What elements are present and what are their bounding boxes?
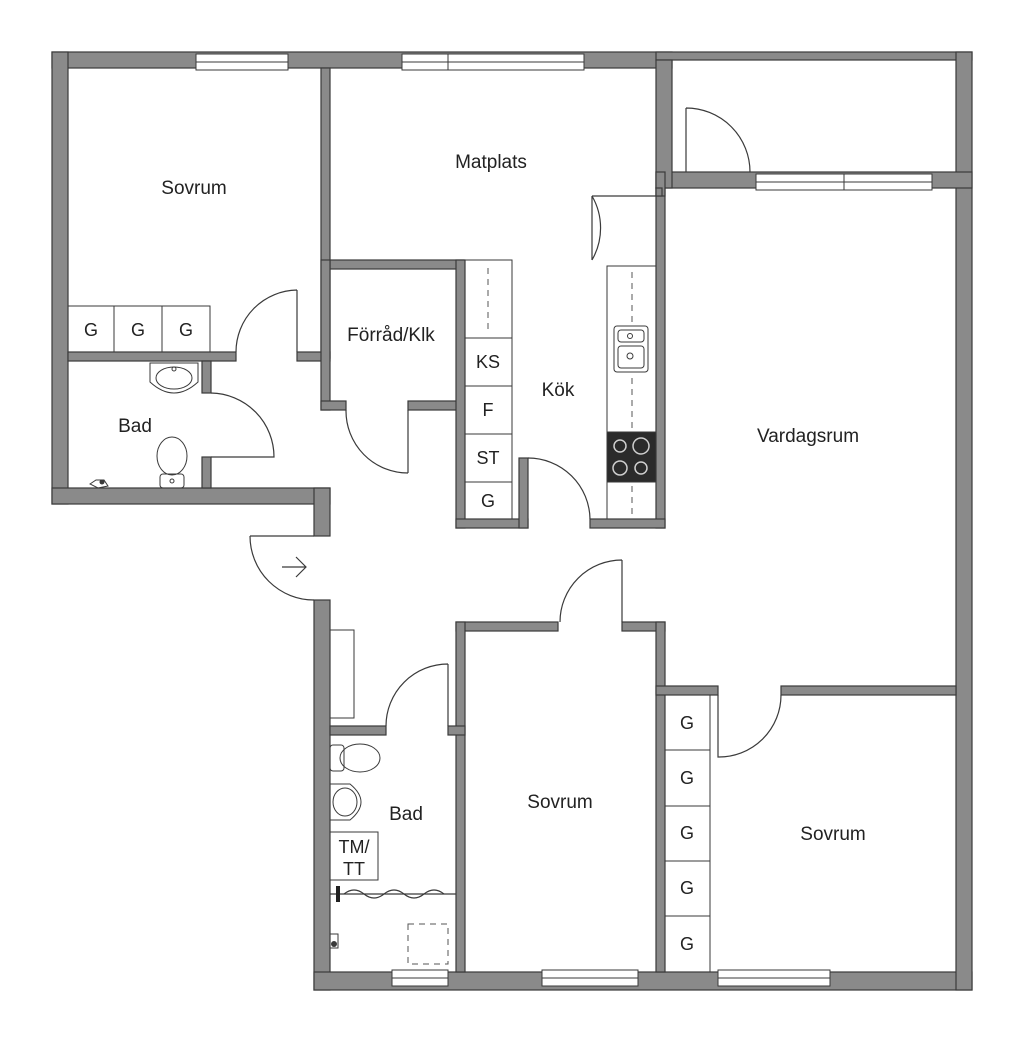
wall-kitchen-right-bottom — [589, 518, 666, 529]
washbasin-icon — [329, 783, 362, 821]
door-sovrum-se — [717, 694, 782, 758]
wardrobe-label: G — [680, 878, 694, 898]
wall-mid-bedroom-left — [455, 621, 466, 973]
room-label-sovrum-mid: Sovrum — [527, 792, 592, 813]
door-bedroom-nw — [235, 289, 298, 353]
wall-left — [51, 51, 69, 505]
door-matplats — [591, 195, 656, 261]
wall-forrad-top — [329, 259, 465, 270]
stove-icon — [606, 431, 657, 483]
room-label-sovrum-se: Sovrum — [800, 824, 865, 845]
wall-hall-left-upper — [313, 487, 331, 537]
bad-s-fixtures: TM/ TT — [329, 743, 456, 965]
wardrobe-label: G — [84, 320, 98, 340]
wall-balcony-left — [655, 59, 673, 189]
shower-tap-icon — [329, 933, 339, 949]
wall-mid-bedroom-right — [655, 621, 666, 973]
door-sovrum-mid — [559, 559, 623, 623]
wardrobe-label: G — [680, 934, 694, 954]
wall-hall-left-lower — [313, 599, 331, 991]
wardrobes-nw: G G G — [67, 305, 211, 353]
wardrobe-label: G — [680, 768, 694, 788]
toilet-icon — [329, 743, 381, 773]
bad-w-fixtures — [89, 362, 199, 489]
sink-icon — [613, 325, 649, 373]
wall-forrad-left — [320, 259, 331, 411]
wall-bad-s-top-b — [447, 725, 466, 736]
wall-bad-right-b — [201, 456, 212, 489]
room-label-forrad: Förråd/Klk — [347, 325, 435, 346]
wardrobe-label: G — [481, 491, 495, 511]
wall-kitchen-right — [655, 187, 666, 529]
wall-bad-s-top-a — [329, 725, 387, 736]
wardrobe-label: G — [179, 320, 193, 340]
washer-label: TM/ — [339, 837, 370, 857]
room-label-kok: Kök — [542, 380, 575, 401]
washbasin-icon — [149, 362, 199, 394]
room-label-bad-w: Bad — [118, 416, 152, 437]
stove-top — [606, 431, 657, 483]
doors — [210, 107, 782, 758]
wall-bad-right-a — [201, 360, 212, 394]
wall-forrad-bottom-a — [320, 400, 347, 411]
wardrobe-label: G — [131, 320, 145, 340]
kitchen-left-counter: KS F ST G — [464, 259, 513, 520]
door-balcony — [685, 107, 751, 173]
wall-kitchen-left-bottom — [455, 518, 529, 529]
wall-se-bedroom-top-b — [780, 685, 957, 696]
shower-area — [407, 923, 449, 965]
wall-right — [955, 51, 973, 991]
kitchen-right-counter — [606, 265, 657, 520]
wardrobe-label: G — [680, 823, 694, 843]
room-labels: Sovrum Matplats Förråd/Klk Kök Bad Varda… — [118, 152, 866, 845]
wall-bedroom-bottom-a — [67, 351, 237, 362]
wardrobe-label: G — [680, 713, 694, 733]
shower-curtain-icon — [330, 886, 456, 902]
room-label-sovrum-nw: Sovrum — [161, 178, 226, 199]
cleaning-cabinet-label: ST — [476, 448, 499, 468]
door-kitchen — [527, 457, 591, 520]
washer-dryer: TM/ TT — [329, 831, 379, 881]
fridge-label: KS — [476, 352, 500, 372]
wardrobes-se: G G G G G — [664, 694, 711, 973]
toilet-icon — [156, 436, 188, 489]
floor-drain-icon — [89, 479, 109, 489]
dryer-label: TT — [343, 859, 365, 879]
hall-shelf — [329, 629, 355, 719]
wall-kitchen-stub — [518, 457, 529, 529]
room-label-vardagsrum: Vardagsrum — [757, 426, 859, 447]
wall-top-balcony — [655, 51, 973, 61]
wall-mid-bedroom-top-a — [455, 621, 559, 632]
room-label-bad-s: Bad — [389, 804, 423, 825]
windows — [195, 53, 933, 987]
entrance-arrow-icon — [282, 556, 307, 578]
door-bad-s — [385, 663, 449, 727]
wall-forrad-right — [455, 259, 466, 529]
door-bad-w — [210, 392, 275, 458]
room-label-matplats: Matplats — [455, 152, 527, 173]
door-entrance — [249, 535, 315, 601]
freezer-label: F — [483, 400, 494, 420]
wall-kitchen-corner — [655, 187, 663, 197]
door-forrad — [345, 409, 409, 474]
wall-se-bedroom-top-a — [655, 685, 719, 696]
wall-left-bottom — [51, 487, 331, 505]
